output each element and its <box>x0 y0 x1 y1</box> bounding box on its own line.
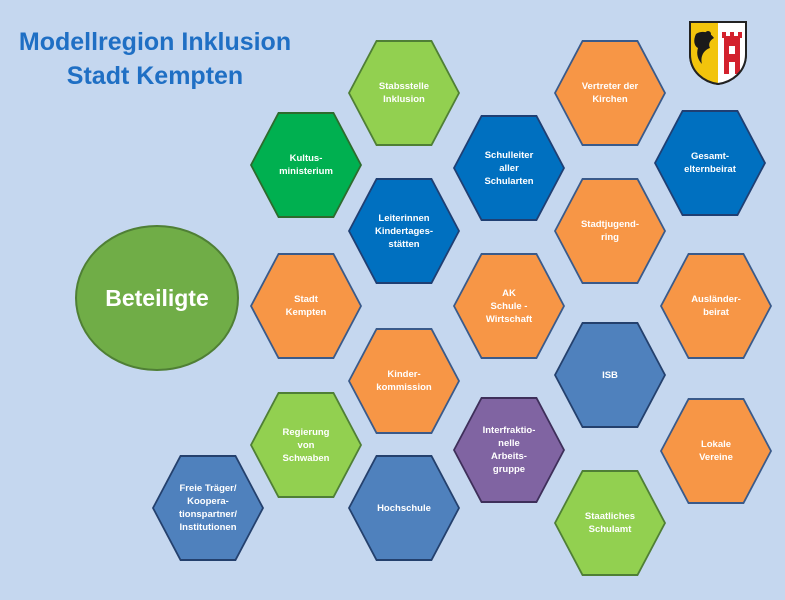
hex-fill: Hochschule <box>350 457 458 559</box>
hex-label: Stadtjugend- ring <box>580 219 640 243</box>
hex-label: Staatliches Schulamt <box>584 511 636 535</box>
hex-label: Hochschule <box>377 502 431 514</box>
hex-auslaenderbeirat: Ausländer- beirat <box>660 253 772 359</box>
center-label: Beteiligte <box>105 284 209 311</box>
hex-schulleiter-aller-schularten: Schulleiter aller Schularten <box>453 115 565 221</box>
hex-fill: Stabsstelle Inklusion <box>350 42 458 144</box>
hex-lokale-vereine: Lokale Vereine <box>660 398 772 504</box>
hex-regierung-von-schwaben: Regierung von Schwaben <box>250 392 362 498</box>
kempten-coat-of-arms-icon <box>689 21 747 86</box>
hex-fill: Stadtjugend- ring <box>556 180 664 282</box>
hex-label: Lokale Vereine <box>699 439 733 463</box>
hex-label: Stabsstelle Inklusion <box>378 81 430 105</box>
hex-label: Freie Träger/ Koopera- tionspartner/ Ins… <box>178 483 238 533</box>
hex-label: Interfraktio- nelle Arbeits- gruppe <box>482 425 536 475</box>
page-title: Modellregion Inklusion <box>18 28 292 56</box>
hex-label: AK Schule - Wirtschaft <box>485 287 533 325</box>
hex-fill: Ausländer- beirat <box>662 255 770 357</box>
hex-stabsstelle-inklusion: Stabsstelle Inklusion <box>348 40 460 146</box>
hex-fill: Interfraktio- nelle Arbeits- gruppe <box>455 399 563 501</box>
hex-staatliches-schulamt: Staatliches Schulamt <box>554 470 666 576</box>
hex-kultusministerium: Kultus- ministerium <box>250 112 362 218</box>
hex-ak-schule-wirtschaft: AK Schule - Wirtschaft <box>453 253 565 359</box>
hex-gesamtelternbeirat: Gesamt- elternbeirat <box>654 110 766 216</box>
hex-fill: Kinder- kommission <box>350 330 458 432</box>
hex-fill: AK Schule - Wirtschaft <box>455 255 563 357</box>
hex-label: Gesamt- elternbeirat <box>684 151 736 175</box>
center-circle: Beteiligte <box>75 225 239 371</box>
hex-label: ISB <box>602 369 618 381</box>
hex-hochschule: Hochschule <box>348 455 460 561</box>
hex-stadt-kempten: Stadt Kempten <box>250 253 362 359</box>
hex-label: Leiterinnen Kindertages- stätten <box>374 212 434 250</box>
hex-label: Kinder- kommission <box>376 369 432 393</box>
hex-fill: Lokale Vereine <box>662 400 770 502</box>
hex-fill: Regierung von Schwaben <box>252 394 360 496</box>
hex-label: Stadt Kempten <box>285 294 327 318</box>
hex-label: Kultus- ministerium <box>279 153 333 177</box>
hex-fill: ISB <box>556 324 664 426</box>
hex-label: Vertreter der Kirchen <box>581 81 639 105</box>
hex-fill: Leiterinnen Kindertages- stätten <box>350 180 458 282</box>
hex-fill: Staatliches Schulamt <box>556 472 664 574</box>
hex-label: Schulleiter aller Schularten <box>484 149 534 187</box>
hex-fill: Vertreter der Kirchen <box>556 42 664 144</box>
hex-label: Ausländer- beirat <box>691 294 741 318</box>
hex-interfraktionelle-arbeitsgruppe: Interfraktio- nelle Arbeits- gruppe <box>453 397 565 503</box>
page-subtitle: Stadt Kempten <box>66 62 244 90</box>
hex-fill: Schulleiter aller Schularten <box>455 117 563 219</box>
hex-isb: ISB <box>554 322 666 428</box>
hex-vertreter-der-kirchen: Vertreter der Kirchen <box>554 40 666 146</box>
hex-stadtjugendring: Stadtjugend- ring <box>554 178 666 284</box>
hex-kinderkommission: Kinder- kommission <box>348 328 460 434</box>
hex-freie-traeger: Freie Träger/ Koopera- tionspartner/ Ins… <box>152 455 264 561</box>
hex-fill: Freie Träger/ Koopera- tionspartner/ Ins… <box>154 457 262 559</box>
hex-fill: Kultus- ministerium <box>252 114 360 216</box>
hex-fill: Stadt Kempten <box>252 255 360 357</box>
hex-label: Regierung von Schwaben <box>282 426 330 464</box>
hex-leiterinnen-kindertagesstaetten: Leiterinnen Kindertages- stätten <box>348 178 460 284</box>
hex-fill: Gesamt- elternbeirat <box>656 112 764 214</box>
